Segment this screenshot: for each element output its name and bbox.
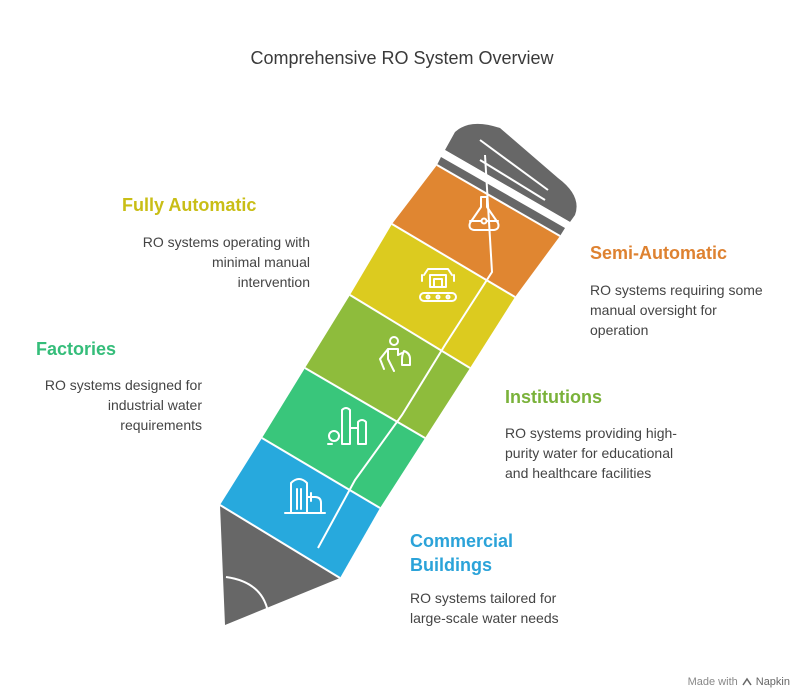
flask-icon	[468, 196, 500, 231]
napkin-logo-icon	[742, 677, 752, 686]
desc-line: RO systems providing high-	[505, 425, 677, 441]
pencil-tip-arc	[225, 576, 269, 613]
band-lime	[305, 295, 470, 438]
band-green	[262, 368, 425, 508]
desc-commercial-buildings: RO systems tailored for large-scale wate…	[410, 588, 559, 628]
pencil-ferrule-band	[441, 150, 570, 228]
desc-line: requirements	[120, 417, 202, 433]
watermark: Made with Napkin	[688, 676, 790, 688]
desc-line: industrial water	[107, 397, 202, 413]
label-commercial-buildings: Commercial Buildings	[410, 529, 513, 577]
desc-line: RO systems tailored for	[410, 590, 557, 606]
pencil-facets	[219, 139, 561, 579]
label-institutions: Institutions	[505, 387, 602, 407]
label-line: Commercial	[410, 531, 514, 551]
watermark-prefix: Made with	[687, 676, 738, 688]
desc-fully-automatic: RO systems operating with minimal manual…	[60, 232, 310, 292]
desc-line: RO systems designed for	[44, 377, 202, 393]
band-yellow	[350, 224, 515, 368]
desc-line: manual oversight for	[590, 302, 717, 318]
label-line: Buildings	[410, 555, 492, 575]
pencil-ferrule	[437, 157, 565, 236]
desc-line: intervention	[237, 274, 310, 290]
label-fully-automatic: Fully Automatic	[122, 195, 257, 215]
desc-line: purity water for educational	[505, 445, 674, 461]
label-semi-automatic: Semi-Automatic	[590, 243, 728, 263]
building-pipe-icon	[284, 478, 326, 514]
watermark-brand: Napkin	[755, 676, 790, 688]
industrial-tanks-icon	[327, 407, 367, 445]
pencil-eraser	[445, 123, 577, 222]
label-factories: Factories	[36, 339, 117, 359]
desc-factories: RO systems designed for industrial water…	[10, 375, 202, 435]
desc-line: minimal manual	[211, 254, 310, 270]
robot-conveyor-icon	[419, 268, 457, 302]
desc-line: large-scale water needs	[410, 610, 559, 626]
desc-line: RO systems operating with	[142, 234, 310, 250]
page-title: Comprehensive RO System Overview	[250, 48, 554, 68]
person-water-icon	[379, 336, 411, 372]
desc-semi-automatic: RO systems requiring some manual oversig…	[590, 280, 763, 340]
desc-institutions: RO systems providing high- purity water …	[505, 423, 677, 483]
desc-line: operation	[590, 322, 649, 338]
pencil-tip	[220, 505, 340, 625]
desc-line: RO systems requiring some	[590, 282, 763, 298]
desc-line: and healthcare facilities	[505, 465, 652, 481]
